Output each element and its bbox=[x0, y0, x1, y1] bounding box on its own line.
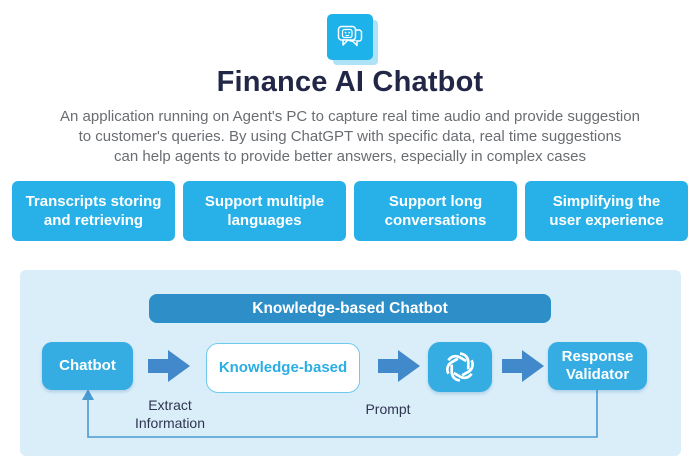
feature-label-line: conversations bbox=[384, 212, 487, 229]
feature-card-transcripts: Transcripts storing and retrieving bbox=[12, 181, 175, 241]
feature-label-line: Transcripts storing bbox=[25, 193, 162, 210]
description-line: An application running on Agent's PC to … bbox=[60, 108, 640, 125]
feature-label-line: and retrieving bbox=[43, 212, 144, 229]
node-knowledge-based: Knowledge-based bbox=[206, 343, 360, 393]
chat-bubbles-glyph bbox=[337, 25, 363, 47]
page-title: Finance AI Chatbot bbox=[216, 66, 484, 98]
icon-main-square bbox=[327, 14, 373, 60]
edge-label-line: Extract bbox=[148, 397, 192, 413]
node-openai bbox=[428, 342, 492, 392]
diagram-panel: Knowledge-based Chatbot Chatbot Knowledg… bbox=[20, 270, 681, 456]
edge-label-prompt: Prompt bbox=[365, 401, 411, 417]
edge-label-extract-information: Extract Information bbox=[115, 396, 225, 432]
node-chatbot: Chatbot bbox=[42, 342, 133, 390]
node-label-line: Response bbox=[561, 348, 634, 365]
node-label-line: Validator bbox=[565, 366, 630, 383]
openai-logo-icon bbox=[446, 352, 474, 382]
feature-card-languages: Support multiple languages bbox=[183, 181, 346, 241]
feature-label-line: user experience bbox=[549, 212, 664, 229]
edge-label-line: Information bbox=[134, 415, 206, 431]
feature-card-conversations: Support long conversations bbox=[354, 181, 517, 241]
arrow-right-icon bbox=[148, 350, 190, 382]
feature-label-line: Support multiple bbox=[204, 193, 325, 210]
page-description: An application running on Agent's PC to … bbox=[20, 107, 680, 167]
description-line: can help agents to provide better answer… bbox=[114, 148, 586, 165]
arrow-right-icon bbox=[378, 350, 420, 382]
feature-card-experience: Simplifying the user experience bbox=[525, 181, 688, 241]
chat-bubbles-icon bbox=[327, 14, 379, 66]
description-line: to customer's queries. By using ChatGPT … bbox=[78, 128, 622, 145]
node-response-validator: Response Validator bbox=[548, 342, 647, 390]
feature-cards-row: Transcripts storing and retrieving Suppo… bbox=[12, 181, 688, 241]
arrow-right-icon bbox=[502, 350, 544, 382]
feature-label-line: Simplifying the bbox=[552, 193, 661, 210]
diagram-title: Knowledge-based Chatbot bbox=[149, 294, 551, 323]
feature-label-line: languages bbox=[227, 212, 302, 229]
feature-label-line: Support long bbox=[388, 193, 483, 210]
